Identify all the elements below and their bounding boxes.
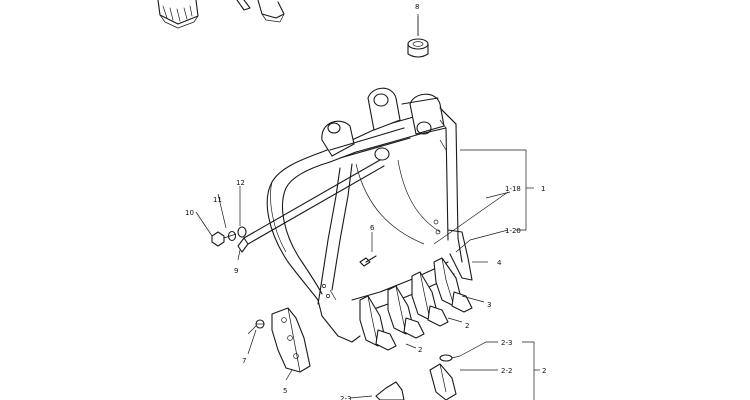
bolt-part-7 (247, 319, 265, 335)
callout-12: 12 (236, 179, 245, 187)
callout-9: 9 (234, 267, 238, 275)
washer-part-12 (237, 226, 247, 238)
pin-hardware (211, 226, 247, 247)
callout-1-18: 1-18 (505, 185, 521, 193)
callout-1-20: 1-20 (505, 227, 521, 235)
leader-lines (195, 14, 540, 400)
callout-6: 6 (370, 224, 375, 232)
thumbnail-tooth-set (157, 0, 199, 29)
tooth-3 (411, 271, 449, 327)
callout-5: 5 (283, 387, 287, 395)
nut-part-10 (211, 231, 225, 247)
callout-2-3-b: 2-3 (340, 395, 351, 400)
callout-2-2: 2-2 (501, 367, 512, 375)
bucket-body (266, 87, 473, 343)
washer-part-11 (227, 230, 237, 242)
tooth-1 (359, 295, 397, 351)
callout-2-a: 2 (465, 322, 469, 330)
callout-10: 10 (185, 209, 194, 217)
tooth-detail-2-2 (429, 363, 457, 400)
tooth-2 (387, 285, 425, 339)
callout-1: 1 (541, 185, 545, 193)
long-pin-part-9 (237, 159, 385, 253)
callout-2-3: 2-3 (501, 339, 512, 347)
tooth-detail-2-3 (439, 354, 461, 362)
tooth-4 (433, 257, 473, 313)
thumbnail-adapter (236, 0, 285, 23)
bolt-part-6 (359, 255, 377, 267)
teeth-row (359, 257, 473, 351)
callout-4: 4 (497, 259, 502, 267)
callout-3: 3 (487, 301, 491, 309)
callout-8: 8 (415, 3, 419, 11)
callout-labels: 8 1 1-18 1-20 4 3 2 2 2-3 2-2 2 2-3 6 11… (185, 3, 546, 400)
callout-11: 11 (213, 196, 222, 204)
callout-2-b: 2 (418, 346, 422, 354)
callout-7: 7 (242, 357, 246, 365)
side-cutter-part-5 (271, 307, 311, 373)
callout-2-c: 2 (542, 367, 546, 375)
tooth-detail-bottom (375, 381, 405, 400)
